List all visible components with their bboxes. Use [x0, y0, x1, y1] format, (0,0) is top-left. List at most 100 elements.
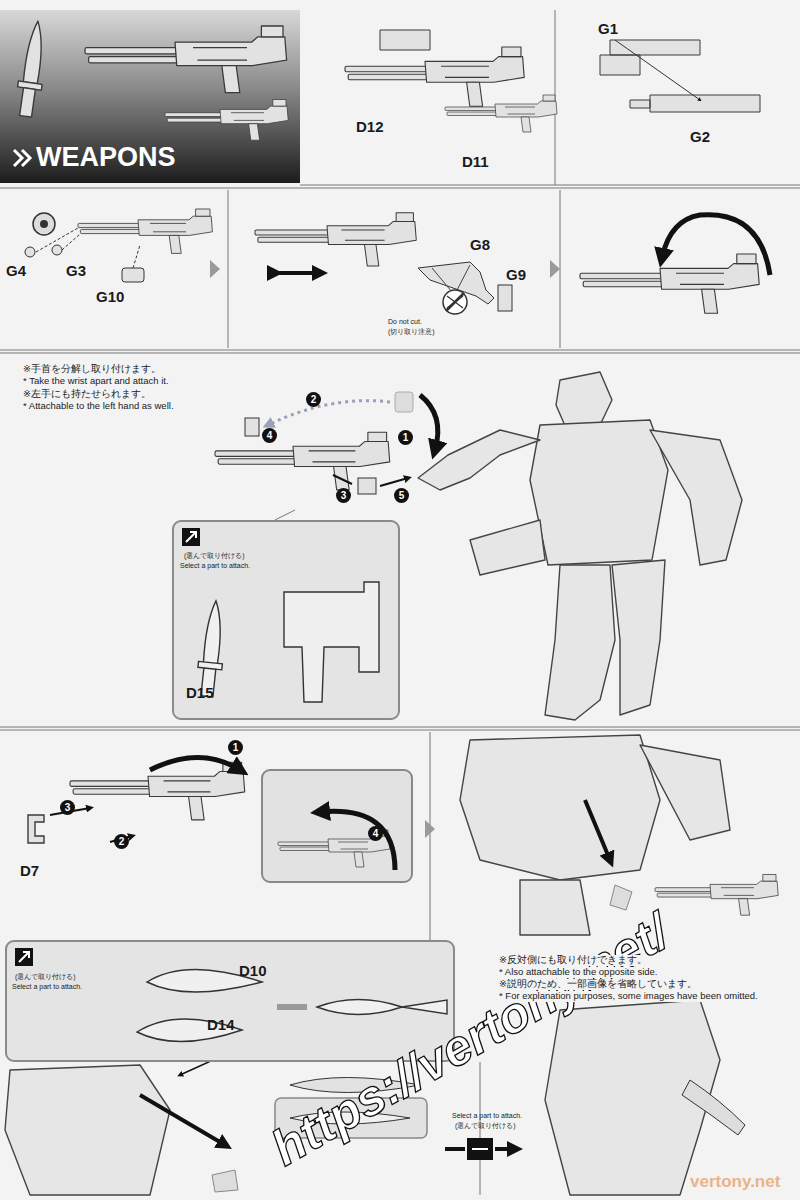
- illustration-shape: [182, 528, 200, 546]
- part-number: G10: [96, 288, 124, 305]
- illustration-shape: [498, 285, 512, 311]
- note-text: * Attachable to the left hand as well.: [22, 401, 175, 412]
- illustration-shape: [210, 260, 220, 278]
- illustration-shape: [418, 372, 742, 720]
- part-number: D12: [356, 118, 384, 135]
- illustration-shape: [195, 600, 229, 698]
- part-number: G2: [690, 128, 710, 145]
- illustration-shape: [275, 510, 295, 520]
- illustration-shape: [317, 1000, 447, 1015]
- note-text: ※説明のため、一部画像を省略しています。: [498, 979, 698, 990]
- illustration-shape: [655, 875, 778, 916]
- callout-number: 4: [368, 826, 383, 841]
- illustration-shape: [445, 95, 557, 132]
- illustration-shape: [446, 293, 464, 311]
- illustration-shape: [186, 532, 196, 542]
- small-label: Do not cut.: [388, 318, 422, 326]
- illustration-shape: [345, 47, 524, 106]
- illustration-shape: [0, 353, 800, 727]
- illustration-shape: [5, 1065, 170, 1195]
- illustration-shape: [19, 952, 29, 962]
- illustration-shape: [150, 758, 240, 771]
- illustration-shape: [255, 213, 416, 266]
- illustration-shape: [682, 1080, 745, 1135]
- illustration-shape: [14, 20, 51, 118]
- illustration-shape: [0, 10, 800, 1195]
- illustration-shape: [320, 811, 395, 870]
- illustration-shape: [425, 820, 435, 838]
- note-text: ※反対側にも取り付けできます。: [498, 955, 648, 966]
- illustration-shape: [40, 220, 48, 228]
- illustration-shape: [640, 745, 730, 840]
- part-number: G9: [506, 266, 526, 283]
- illustration-shape: [52, 245, 62, 255]
- small-label: (選んで取り付ける): [15, 973, 76, 981]
- illustration-shape: [122, 268, 144, 282]
- illustration-shape: [300, 10, 800, 185]
- illustration-shape: [580, 254, 759, 313]
- illustration-shape: [15, 948, 33, 966]
- illustration-shape: [432, 265, 470, 292]
- illustration-shape: [470, 520, 545, 575]
- callout-number: 4: [262, 428, 277, 443]
- illustration-shape: [85, 26, 287, 93]
- illustration-shape: [443, 290, 467, 314]
- callout-number: 3: [60, 800, 75, 815]
- small-label: (選んで取り付ける): [455, 1122, 516, 1130]
- part-number: D7: [20, 862, 39, 879]
- part-illustration: [7, 942, 457, 1064]
- illustration-shape: [36, 228, 140, 268]
- illustration-shape: [284, 582, 379, 702]
- illustration-shape: [530, 420, 668, 565]
- illustration-shape: [472, 1148, 488, 1150]
- illustration-shape: [14, 20, 51, 118]
- callout-number: 1: [398, 430, 413, 445]
- illustration-shape: [195, 600, 229, 698]
- illustration-shape: [615, 40, 700, 100]
- illustration-shape: [612, 560, 665, 715]
- illustration-shape: [460, 735, 730, 935]
- small-label: Select a part to attach.: [180, 562, 250, 570]
- note-text: ※手首を分解し取り付けます。: [22, 364, 162, 375]
- part-number: G4: [6, 262, 26, 279]
- part-number: D10: [239, 962, 267, 979]
- illustration-shape: [245, 418, 259, 436]
- illustration-shape: [580, 254, 759, 313]
- illustration-shape: [425, 820, 435, 838]
- illustration-shape: [0, 188, 800, 350]
- select-panel: (選んで取り付ける)Select a part to attach.D10D14: [5, 940, 455, 1062]
- illustration-shape: [70, 762, 245, 820]
- illustration-shape: [5, 1065, 170, 1195]
- watermark: vertony.net: [690, 1172, 780, 1192]
- part-number: G3: [66, 262, 86, 279]
- small-label: (選んで取り付ける): [184, 552, 245, 560]
- illustration-shape: [262, 770, 412, 882]
- note-text: * For explanation purposes, some images …: [498, 991, 759, 1002]
- illustration-shape: [600, 40, 700, 75]
- illustration-shape: [165, 100, 288, 141]
- illustration-shape: [395, 392, 413, 412]
- illustration-shape: [210, 260, 220, 278]
- illustration-shape: [520, 880, 590, 935]
- callout-number: 3: [336, 488, 351, 503]
- illustration-shape: [550, 260, 560, 278]
- callout-number: 2: [114, 834, 129, 849]
- illustration-shape: [467, 1138, 493, 1160]
- illustration-shape: [445, 95, 557, 132]
- illustration-shape: [650, 430, 742, 565]
- illustration-shape: [165, 100, 288, 141]
- part-number: G1: [598, 20, 618, 37]
- illustration-shape: [358, 478, 376, 494]
- illustration-shape: [14, 150, 30, 166]
- callout-number: 2: [306, 392, 321, 407]
- illustration-shape: [630, 95, 760, 112]
- small-label: (切り取り注意): [388, 328, 435, 336]
- illustration-shape: [268, 401, 390, 425]
- illustration-shape: [556, 372, 612, 428]
- illustration-shape: [655, 875, 778, 916]
- illustration-shape: [0, 10, 300, 183]
- illustration-shape: [662, 215, 770, 275]
- illustration-shape: [585, 800, 610, 860]
- illustration-shape: [0, 730, 800, 1195]
